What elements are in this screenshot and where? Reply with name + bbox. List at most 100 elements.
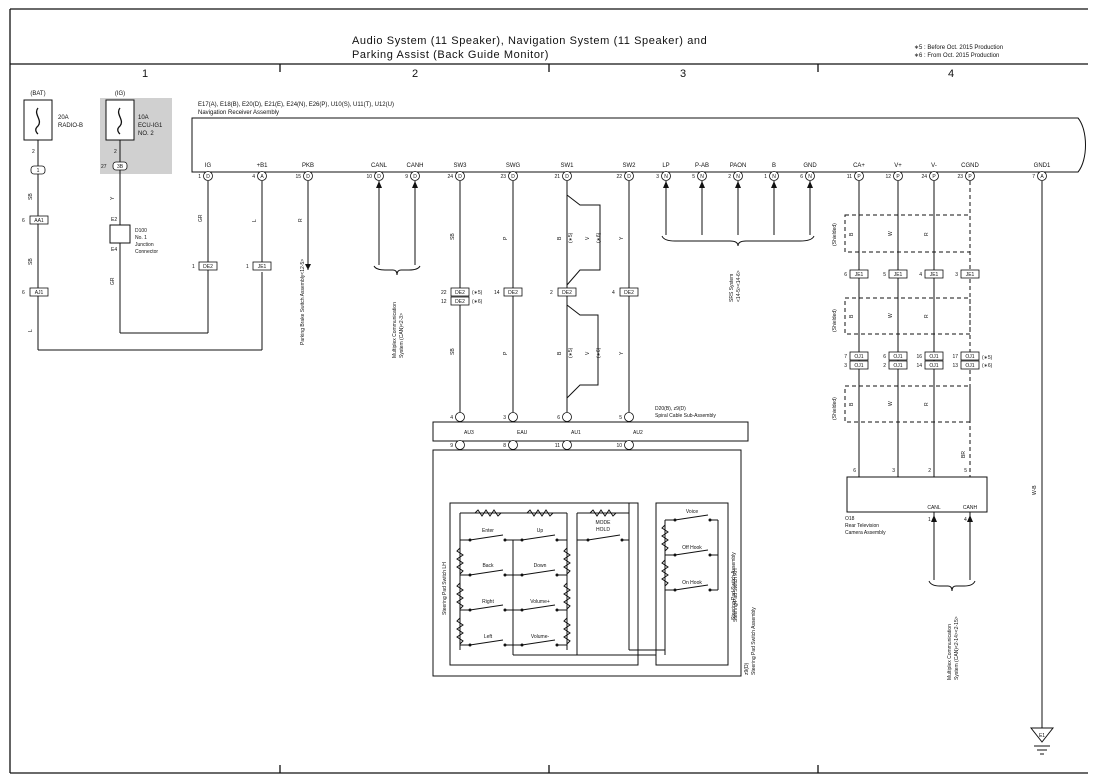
je1-connector (960, 269, 980, 279)
svg-text:OJ1: OJ1 (929, 354, 938, 360)
lh-switch-circuit (456, 509, 665, 656)
nav-terminal-label: IG (205, 163, 212, 169)
oj1-connector (849, 360, 869, 370)
svg-text:Multiplex Communication: Multiplex Communication (392, 302, 398, 358)
nav-terminal-pin-number: 21 (554, 174, 560, 180)
spiral-top-pin (562, 412, 572, 422)
svg-text:P: P (503, 236, 509, 240)
switch-volume-up: Volume+ (530, 599, 550, 605)
resistor (563, 582, 571, 610)
ground-e1-icon (1029, 727, 1055, 743)
nav-terminal-pin-number: 23 (957, 174, 963, 180)
nav-terminal-pin (733, 171, 743, 181)
oj1-connector (888, 351, 908, 361)
svg-text:5: 5 (964, 468, 967, 474)
switch-blade (469, 534, 504, 541)
nav-terminal-conn: N (664, 174, 668, 180)
svg-text:B: B (849, 314, 855, 318)
switch-mode: MODE (596, 520, 612, 526)
svg-text:Rear Television: Rear Television (845, 523, 879, 529)
nav-terminal-pin (854, 171, 864, 181)
svg-text:Spiral Cable Sub-Assembly: Spiral Cable Sub-Assembly (655, 413, 716, 419)
switch-off-hook: Off Hook (682, 545, 702, 551)
spiral-top-pin (455, 412, 465, 422)
nav-terminal-pin-number: 2 (728, 174, 731, 180)
switch-left: Left (484, 634, 493, 640)
svg-text:6: 6 (22, 290, 25, 296)
svg-text:JE1: JE1 (966, 272, 975, 278)
svg-text:L: L (252, 219, 258, 222)
svg-text:(∗5): (∗5) (568, 232, 574, 243)
svg-text:<14-5><14-6>: <14-5><14-6> (736, 270, 742, 302)
ig-label: (IG) (115, 91, 125, 97)
nav-terminal-pin (562, 171, 572, 181)
svg-text:(Shielded): (Shielded) (832, 223, 838, 246)
svg-text:(∗5): (∗5) (472, 290, 483, 296)
oj1-connector (924, 351, 944, 361)
camera-section: JE16OJ17OJ136CB+JE15OJ16OJ123CV+JE14OJ11… (844, 181, 980, 488)
svg-text:14: 14 (916, 363, 922, 369)
rh-switch-circuit (628, 503, 719, 655)
svg-text:2: 2 (928, 468, 931, 474)
nav-terminal-pin-number: 10 (366, 174, 372, 180)
switch-blade (521, 639, 556, 646)
spiral-bottom-pin-number: 11 (555, 443, 560, 449)
switch-enter: Enter (482, 528, 494, 534)
nav-terminal-pin-number: 7 (1032, 174, 1035, 180)
svg-text:R: R (924, 314, 930, 318)
nav-name: Navigation Receiver Assembly (198, 110, 279, 116)
svg-text:Steering Pad Switch Assembly: Steering Pad Switch Assembly (731, 552, 737, 620)
svg-text:(∗6): (∗6) (596, 347, 602, 358)
je1-connector (924, 269, 944, 279)
nav-terminal-label: P-AB (695, 163, 709, 169)
svg-text:JE1: JE1 (930, 272, 939, 278)
nav-terminal-v-: V-P24 (921, 163, 939, 181)
nav-terminal-label: V+ (894, 163, 902, 169)
nav-terminal-pin (965, 171, 975, 181)
svg-text:E2: E2 (111, 217, 117, 223)
svg-text:3: 3 (892, 468, 895, 474)
fuse-symbol-icon (35, 107, 41, 135)
bat-amp: 20A (58, 115, 69, 121)
spiral-bottom-pin-number: 10 (616, 443, 622, 449)
svg-text:BR: BR (961, 451, 967, 458)
switch-blade (521, 534, 556, 541)
nav-terminal-label: CANL (371, 163, 388, 169)
nav-terminal-pin-number: 23 (500, 174, 506, 180)
svg-text:R: R (924, 402, 930, 406)
svg-text:5: 5 (883, 272, 886, 278)
spiral-terminal-label: AU1 (571, 430, 581, 436)
shield-box (844, 214, 971, 253)
nav-terminal-label: SW3 (453, 163, 467, 169)
resistor (661, 559, 669, 587)
nav-terminal-label: CA+ (853, 163, 865, 169)
svg-text:SB: SB (28, 193, 34, 200)
svg-text:Connector: Connector (135, 249, 158, 255)
svg-text:OJ1: OJ1 (854, 363, 863, 369)
svg-text:System (CAN)<2-14><2-15>: System (CAN)<2-14><2-15> (954, 616, 960, 680)
svg-text:B: B (849, 232, 855, 236)
nav-terminal-b: BN1 (764, 163, 779, 181)
svg-text:Y: Y (110, 196, 116, 200)
svg-text:L: L (28, 329, 34, 332)
svg-text:3: 3 (844, 363, 847, 369)
svg-text:OJ1: OJ1 (965, 354, 974, 360)
nav-terminal-label: GND (803, 163, 817, 169)
svg-text:Multiplex Communication: Multiplex Communication (947, 624, 953, 680)
spiral-top-pin (508, 412, 518, 422)
resistor (456, 617, 464, 645)
nav-terminal-label: PAON (730, 163, 747, 169)
